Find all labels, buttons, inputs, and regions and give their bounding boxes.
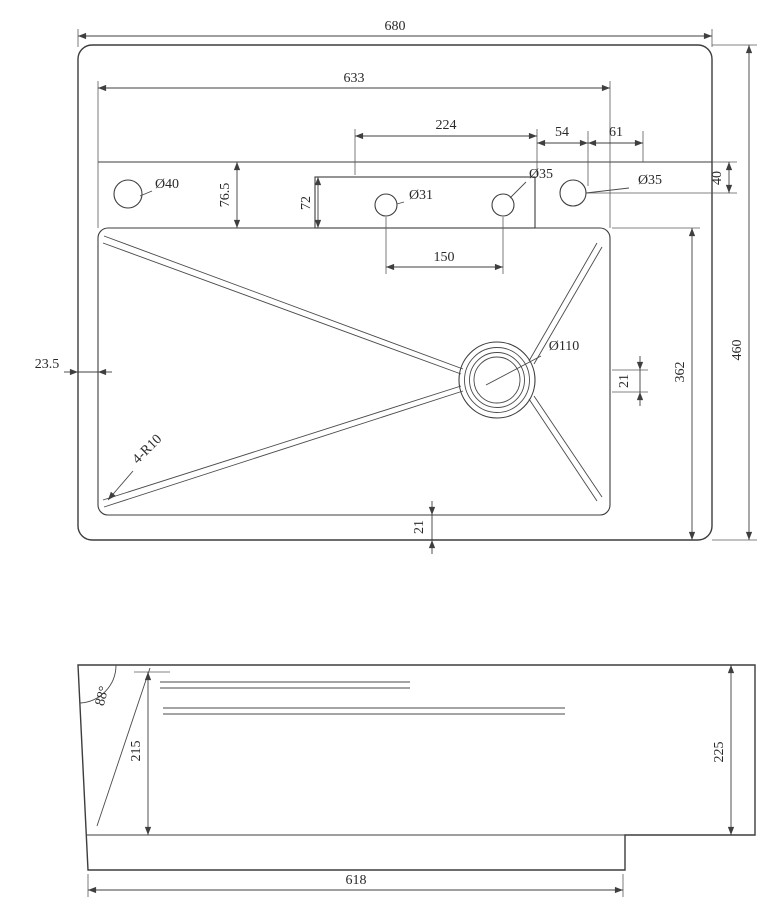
dim-21-rim-label: 21 [412,520,427,534]
leader-hole-d35-a [509,181,527,199]
corner-radius-label: 4-R10 [130,432,165,467]
dim-224-label: 224 [436,118,457,133]
top-view: 680 633 224 54 61 150 76.5 72 40 [35,19,757,554]
drain-groove-bottom-left-a [103,390,464,508]
drain-groove-bottom-right-a [528,398,598,502]
hole-d40 [113,179,143,209]
drain-groove-bottom-right-b [533,395,603,498]
leader-hole-d31 [396,201,405,205]
dim-618-label: 618 [346,873,367,888]
dim-362-label: 362 [673,362,688,383]
dim-215-label: 215 [129,741,144,762]
drain-groove-bottom-left-b [102,385,462,501]
dim-633-label: 633 [344,71,365,86]
drain-groove-top-right-b [533,246,603,365]
dim-23-5-label: 23.5 [35,357,60,372]
dim-72-label: 72 [299,196,314,210]
sink-bowl [97,227,611,516]
leader-drain-d110 [485,355,542,386]
side-profile-outline [77,664,756,871]
hole-d35-a [491,193,515,217]
dim-76-5-label: 76.5 [218,183,233,208]
dim-21-drain-label: 21 [617,374,632,388]
leader-corner-radius [107,470,134,501]
hole-d35-b [559,179,587,207]
drain-groove-top-right-a [528,242,598,362]
angle-88-label: 88° [93,685,113,708]
dim-680-label: 680 [385,19,406,34]
sink-outer-rim [77,44,713,541]
hole-d40-label: Ø40 [155,177,179,192]
leader-hole-d35-b [585,187,630,194]
side-bowl-wall-line [96,667,151,827]
side-view: 88° 215 225 618 [77,664,756,897]
dim-61-label: 61 [609,125,623,140]
dim-40-label: 40 [710,171,725,185]
dim-150-label: 150 [434,250,455,265]
drain-ring-1 [458,341,536,419]
drain-ring-4 [473,356,521,404]
drain-d110-label: Ø110 [549,339,580,354]
dim-225-label: 225 [712,742,727,763]
leader-hole-d40 [139,190,153,197]
dim-54-label: 54 [555,125,569,140]
angle-88-arc [79,664,117,704]
hole-d31-label: Ø31 [409,188,433,203]
hole-d35-a-label: Ø35 [529,167,553,182]
drain-groove-top-left-b [102,242,462,375]
hole-d35-b-label: Ø35 [638,173,662,188]
drain-ring-2 [464,347,530,413]
dim-460-label: 460 [730,340,745,361]
drain-ring-3 [469,352,525,408]
hole-d31 [374,193,398,217]
drain-groove-top-left-a [103,235,464,370]
